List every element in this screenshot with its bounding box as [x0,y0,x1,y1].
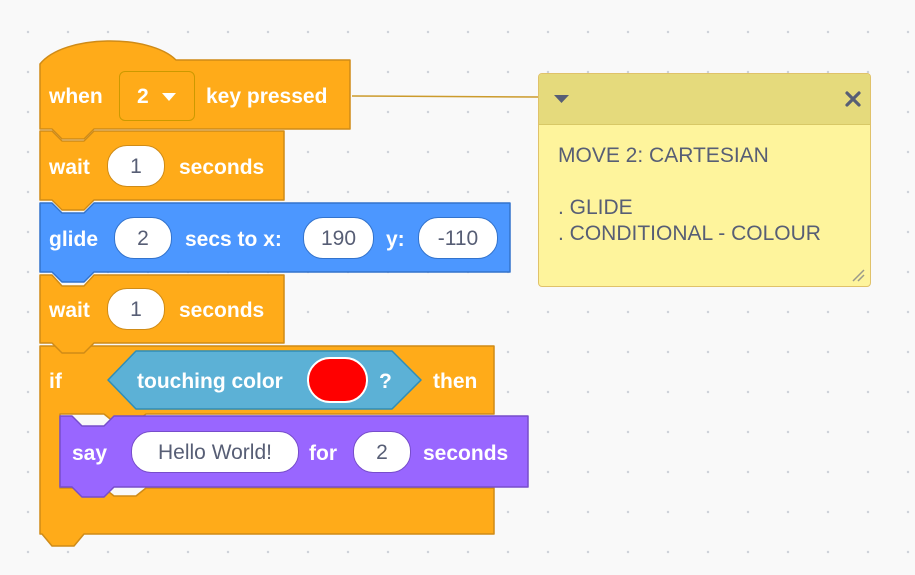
touching-color-question: ? [379,370,392,393]
say-label: say [72,442,108,465]
key-dropdown[interactable]: 2 [119,71,195,121]
glide-secs-input[interactable]: 2 [114,217,172,259]
wait-1-label: wait [49,156,90,179]
say-unit: seconds [423,442,509,465]
comment-line: . CONDITIONAL - COLOUR [558,222,821,245]
comment-line [558,169,870,195]
wait-2-unit: seconds [179,299,265,322]
glide-label: glide [49,228,99,251]
triangle-down-icon[interactable] [554,95,569,104]
comment-line: . GLIDE [558,196,633,219]
comment-text[interactable]: MOVE 2: CARTESIAN . GLIDE . CONDITIONAL … [539,125,870,247]
glide-label-y: y: [386,228,405,251]
wait-2-label: wait [49,299,90,322]
triangle-down-icon [162,93,176,101]
glide-y-input[interactable]: -110 [418,217,498,259]
say-message-input[interactable]: Hello World! [131,431,299,473]
wait-2-seconds-input[interactable]: 1 [107,288,165,330]
comment-note[interactable]: MOVE 2: CARTESIAN . GLIDE . CONDITIONAL … [538,73,871,287]
say-label-for: for [309,442,337,465]
glide-x-input[interactable]: 190 [303,217,374,259]
wait-1-unit: seconds [179,156,265,179]
hat-label-when: when [49,85,103,108]
comment-line: MOVE 2: CARTESIAN [558,144,769,167]
close-x-icon[interactable] [845,91,861,107]
glide-label-secs-to-x: secs to x: [185,228,282,251]
comment-header[interactable] [539,74,870,125]
color-picker-swatch[interactable] [307,357,368,403]
hat-label-key-pressed: key pressed [206,85,328,108]
wait-1-seconds-input[interactable]: 1 [107,145,165,187]
touching-color-label: touching color [137,370,283,393]
key-dropdown-value: 2 [137,85,149,108]
if-label-then: then [433,370,478,393]
say-secs-input[interactable]: 2 [353,431,411,473]
hat-block-shape[interactable] [39,40,351,140]
resize-grip-icon[interactable] [851,268,865,282]
if-label: if [49,370,62,393]
